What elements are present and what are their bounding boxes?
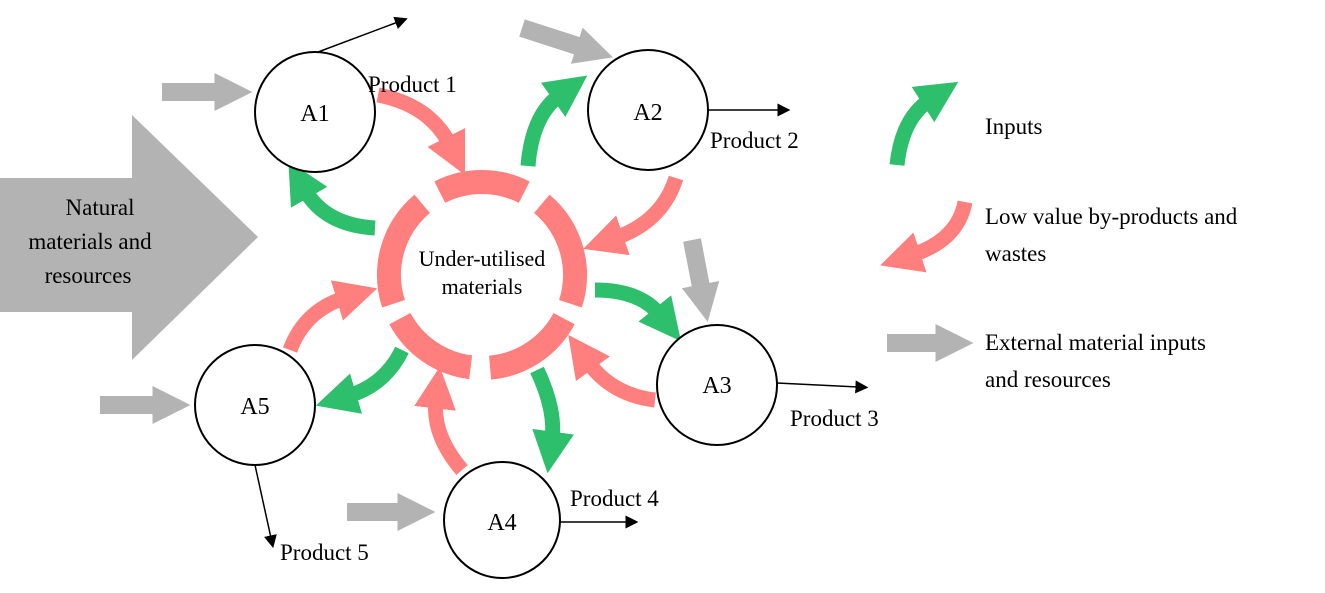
- input-arrow-a4: [530, 366, 574, 474]
- product-arrow-3: [776, 380, 869, 394]
- center-label-line-2: materials: [442, 274, 523, 299]
- legend-input-arrow: [889, 81, 959, 166]
- ring-segment: [434, 170, 530, 204]
- input-arrow-a1: [288, 160, 376, 236]
- natural-resources-arrow: [0, 115, 258, 360]
- node-a2: [587, 49, 709, 171]
- product-2-label: Product 2: [710, 128, 799, 153]
- waste-arrow-a2: [583, 175, 684, 256]
- source-label-line-2: materials and: [28, 229, 152, 254]
- legend-external-line-1: External material inputs: [985, 330, 1206, 355]
- product-3-label: Product 3: [790, 406, 879, 431]
- node-a5-label: A5: [240, 394, 269, 420]
- input-arrows: [288, 75, 959, 474]
- input-arrow-a2: [520, 75, 588, 167]
- legend-wastes-line-1: Low value by-products and: [985, 204, 1238, 229]
- node-a4-label: A4: [487, 510, 516, 536]
- external-arrow-a3: [681, 238, 720, 322]
- source-label-line-3: resources: [45, 263, 132, 288]
- ring-segment: [389, 312, 473, 380]
- node-a2-label: A2: [633, 100, 662, 126]
- product-4-label: Product 4: [570, 486, 659, 511]
- legend-wastes-line-2: wastes: [985, 241, 1046, 266]
- ring-segment: [533, 194, 587, 308]
- node-a1: [254, 51, 376, 173]
- node-a3: [656, 324, 778, 446]
- ring-segment: [377, 194, 431, 308]
- product-1-label: Product 1: [368, 72, 457, 97]
- input-arrow-a3: [594, 282, 682, 342]
- legend-inputs-label: Inputs: [985, 114, 1043, 139]
- legend-external-line-2: and resources: [985, 367, 1111, 392]
- waste-arrow-a5: [282, 280, 378, 353]
- external-input-arrows: [100, 19, 974, 531]
- waste-arrow-a4: [414, 366, 468, 475]
- external-arrow-a2: [519, 19, 613, 64]
- legend-waste-arrow: [880, 200, 973, 273]
- ring-segment: [488, 312, 575, 380]
- product-arrow-5: [254, 464, 277, 549]
- waste-arrows: [282, 87, 973, 475]
- node-a4: [443, 461, 561, 579]
- product-arrow-1: [317, 16, 408, 53]
- under-utilised-ring: [377, 170, 587, 380]
- product-arrows: [254, 16, 869, 549]
- waste-arrow-a1: [376, 87, 466, 176]
- product-5-label: Product 5: [280, 540, 369, 565]
- node-a1-label: A1: [300, 101, 329, 127]
- center-label-line-1: Under-utilised: [419, 246, 546, 271]
- waste-arrow-a3: [568, 334, 657, 408]
- source-label-line-1: Natural: [66, 195, 135, 220]
- node-a5: [194, 344, 316, 466]
- input-arrow-a5: [315, 346, 409, 414]
- node-a3-label: A3: [702, 373, 731, 399]
